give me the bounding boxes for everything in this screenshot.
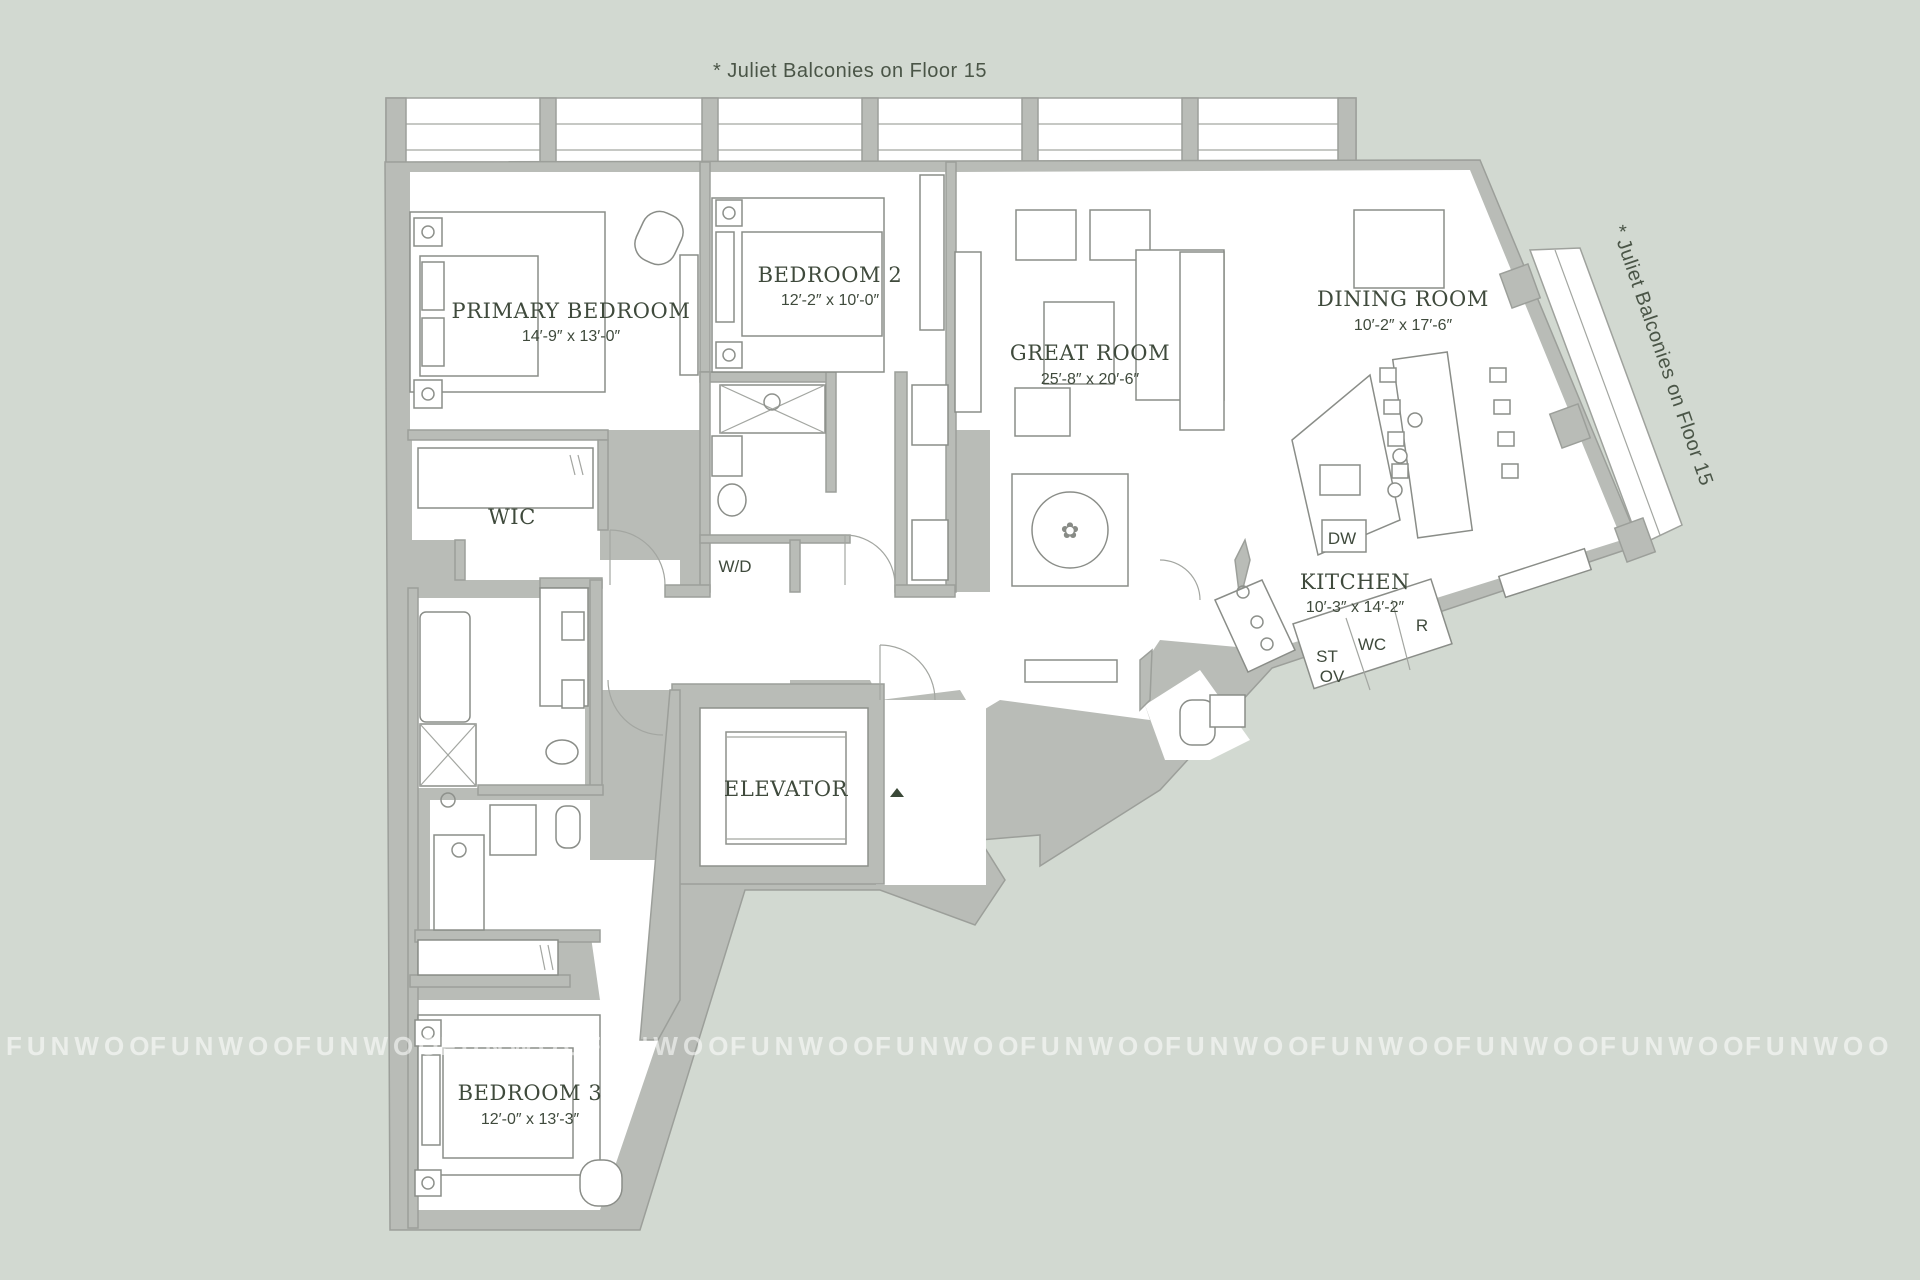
bedroom3-furniture (414, 1014, 623, 1207)
watermark: FUNWOO FUNWOO FUNWOO FUNWOO FUNWOO FUNWO… (6, 1031, 1893, 1061)
wine-cooler-label: WC (1358, 635, 1386, 654)
room-label-bedroom2: BEDROOM 2 12′-2″ x 10′-0″ (758, 263, 903, 309)
dining-room-dim: 10′-2″ x 17′-6″ (1354, 317, 1453, 334)
great-room-dim: 25′-8″ x 20′-6″ (1041, 371, 1140, 388)
watermark-text-10: FUNWOO (1310, 1031, 1458, 1061)
kitchen-name: KITCHEN (1300, 570, 1410, 594)
primary-bedroom-dim: 14′-9″ x 13′-0″ (522, 328, 621, 345)
elevator-name: ELEVATOR (724, 777, 849, 801)
watermark-text-8: FUNWOO (1020, 1031, 1168, 1061)
kitchen-dim: 10′-3″ x 14′-2″ (1306, 599, 1405, 616)
watermark-text-5: FUNWOO (585, 1031, 733, 1061)
entry-marker (890, 788, 904, 797)
watermark-text-6: FUNWOO (730, 1031, 878, 1061)
bedroom3-dim: 12′-0″ x 13′-3″ (481, 1111, 580, 1128)
room-label-primary-bedroom: PRIMARY BEDROOM 14′-9″ x 13′-0″ (452, 299, 691, 345)
primary-bedroom-name: PRIMARY BEDROOM (452, 299, 691, 323)
watermark-text-3: FUNWOO (295, 1031, 443, 1061)
dishwasher-label: DW (1328, 529, 1356, 548)
dining-room-name: DINING ROOM (1317, 287, 1489, 311)
top-note: * Juliet Balconies on Floor 15 (713, 60, 987, 82)
bedroom2-furniture (711, 174, 945, 373)
wic-name: WIC (488, 505, 536, 529)
stove-label: ST (1316, 647, 1338, 666)
bedroom2-dim: 12′-2″ x 10′-0″ (781, 292, 880, 309)
washer-dryer-label: W/D (718, 557, 751, 576)
watermark-text-13: FUNWOO (1745, 1031, 1893, 1061)
doors (607, 529, 1201, 736)
top-balcony-rail (385, 97, 1357, 165)
dining-furniture (1291, 209, 1519, 557)
bedroom3-name: BEDROOM 3 (458, 1081, 603, 1105)
kitchen-furniture (1213, 547, 1593, 691)
room-label-bedroom3: BEDROOM 3 12′-0″ x 13′-3″ (458, 1081, 603, 1128)
great-room-name: GREAT ROOM (1010, 341, 1170, 365)
watermark-text-2: FUNWOO (150, 1031, 298, 1061)
room-label-great-room: GREAT ROOM 25′-8″ x 20′-6″ (1010, 341, 1170, 388)
watermark-text-11: FUNWOO (1455, 1031, 1603, 1061)
svg-text:✿: ✿ (1061, 518, 1079, 543)
oven-label: OV (1320, 667, 1345, 686)
watermark-text-7: FUNWOO (875, 1031, 1023, 1061)
watermark-text-4: FUNWOO (440, 1031, 588, 1061)
interior-walls (407, 161, 1251, 1229)
watermark-text-12: FUNWOO (1600, 1031, 1748, 1061)
watermark-text-1: FUNWOO (6, 1031, 154, 1061)
refrigerator-label: R (1416, 616, 1428, 635)
great-room-furniture: ✿ (954, 209, 1225, 683)
room-label-dining-room: DINING ROOM 10′-2″ x 17′-6″ (1317, 287, 1489, 334)
side-balcony-rail (1498, 247, 1683, 564)
bedroom2-name: BEDROOM 2 (758, 263, 903, 287)
bath-fixtures (417, 384, 1246, 976)
primary-bedroom-furniture (409, 210, 699, 409)
room-label-kitchen: KITCHEN 10′-3″ x 14′-2″ (1300, 570, 1410, 616)
watermark-text-9: FUNWOO (1165, 1031, 1313, 1061)
